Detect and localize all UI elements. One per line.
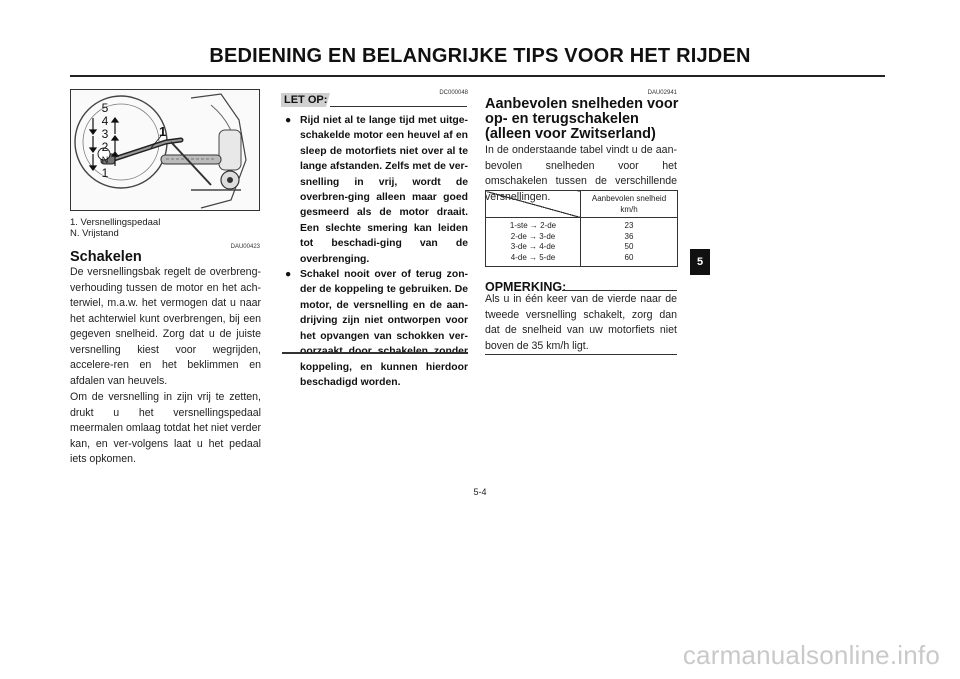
gear-number: 4: [101, 114, 109, 128]
speed-cell: 23: [624, 221, 634, 230]
speed-cell: 60: [624, 252, 634, 262]
gear-number: 2: [101, 140, 109, 154]
caution-text: Schakel nooit over of terug zon-der de k…: [300, 269, 468, 388]
gear-pedal-illustration: 5 4 3 2 N 1 1: [70, 89, 260, 211]
gear-number: 3: [101, 127, 109, 141]
caption-item: 1. Versnellingspedaal: [70, 217, 161, 228]
list-item: ● Rijd niet al te lange tijd met uitge-sc…: [282, 113, 468, 267]
shift-column: 1-ste → 2-de 2-de → 3-de 3-de → 4-de 4-d…: [485, 217, 581, 267]
gear-number-neutral: N: [101, 155, 109, 165]
heading-line: (alleen voor Zwitserland): [485, 126, 656, 142]
shift-cell: 3-de → 4-de: [510, 242, 556, 251]
note-heading: OPMERKING:: [485, 280, 567, 294]
shift-cell: 1-ste → 2-de: [509, 221, 557, 230]
figure-caption: 1. Versnellingspedaal N. Vrijstand: [70, 217, 160, 239]
caution-list: ● Rijd niet al te lange tijd met uitge-sc…: [282, 113, 468, 390]
gear-number-list: 5 4 3 2 N 1: [99, 102, 111, 180]
section-code: DAU00423: [230, 244, 260, 250]
table-header-row: Aanbevolen snelheid km/h: [485, 190, 678, 218]
caution-bottom-rule: [282, 352, 468, 354]
section-heading-schakelen: Schakelen: [70, 249, 142, 265]
table-header-speed: Aanbevolen snelheid km/h: [580, 190, 678, 218]
caution-text: Rijd niet al te lange tijd met uitge-sch…: [300, 115, 468, 265]
gear-pedal-drawing: [74, 93, 247, 209]
gear-number: 5: [101, 101, 109, 115]
heading-line: op- en terugschakelen: [485, 111, 639, 127]
shift-cell: 2-de → 3-de: [510, 231, 556, 241]
speed-table: Aanbevolen snelheid km/h 1-ste → 2-de 2-…: [485, 190, 678, 267]
section-code: DC000048: [439, 90, 468, 96]
watermark: carmanualsonline.info: [682, 640, 940, 670]
title-divider: [70, 75, 885, 77]
speed-cell: 36: [624, 231, 634, 241]
paragraph-gearbox: De versnellingsbak regelt de overbreng-v…: [70, 266, 261, 387]
gear-number: 1: [101, 166, 109, 180]
page-title: BEDIENING EN BELANGRIJKE TIPS VOOR HET R…: [209, 45, 751, 67]
table-header-diagonal: [485, 190, 581, 218]
header-unit: km/h: [620, 205, 638, 214]
page-number: 5-4: [473, 487, 487, 497]
caution-badge: LET OP:: [281, 93, 330, 107]
note-bottom-rule: [485, 354, 677, 355]
section-heading-speeds: Aanbevolen snelheden voor op- en terugsc…: [485, 97, 678, 142]
table-row: 1-ste → 2-de 2-de → 3-de 3-de → 4-de 4-d…: [485, 217, 678, 267]
section-code: DAU02941: [647, 90, 677, 96]
shift-cell: 4-de → 5-de: [510, 252, 556, 262]
heading-line: Aanbevolen snelheden voor: [485, 96, 679, 112]
header-label: Aanbevolen snelheid: [591, 194, 667, 203]
bullet-icon: ●: [285, 269, 292, 281]
speed-cell: 50: [624, 242, 634, 251]
note-text: Als u in één keer van de vierde naar de …: [485, 293, 677, 352]
bullet-icon: ●: [285, 115, 292, 126]
list-item: ● Schakel nooit over of terug zon-der de …: [282, 267, 468, 390]
caption-item: N. Vrijstand: [70, 228, 119, 239]
speed-column: 23 36 50 60: [580, 217, 678, 267]
chapter-tab: 5: [690, 249, 710, 275]
figure-callout-number: 1: [159, 124, 167, 139]
caution-rule: [330, 106, 467, 107]
paragraph-neutral: Om de versnelling in zijn vrij te zetten…: [70, 391, 261, 465]
note-rule: [562, 290, 677, 291]
